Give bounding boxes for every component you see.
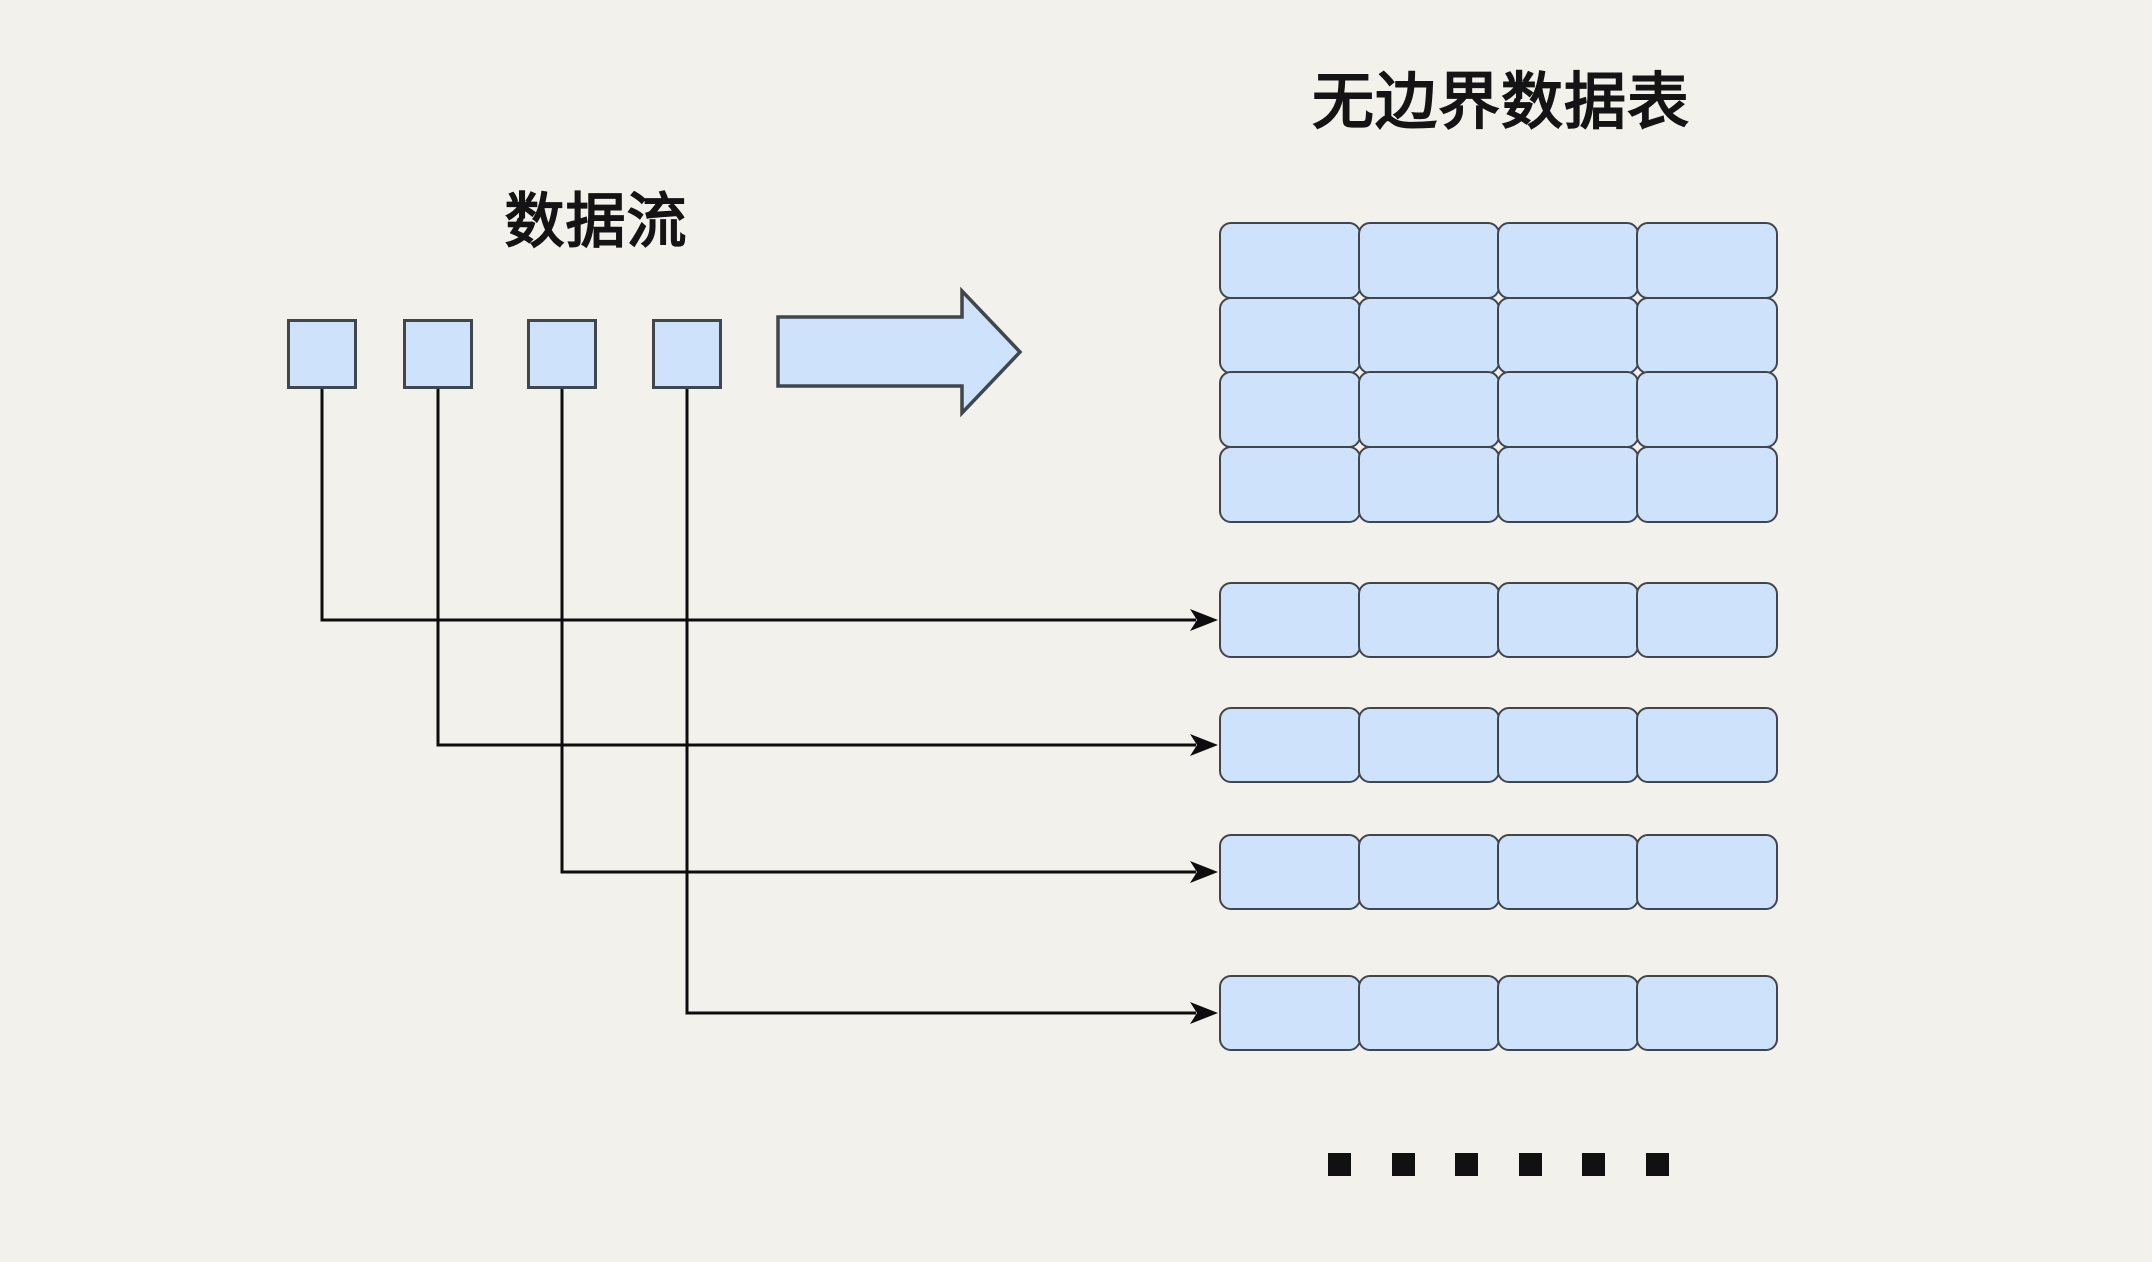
row-cell (1219, 582, 1361, 658)
dot (1645, 1153, 1669, 1176)
row-cell (1219, 834, 1361, 910)
table-cell (1497, 445, 1639, 523)
row-cell (1497, 834, 1639, 910)
table-cell (1219, 445, 1361, 523)
table-cell (1636, 296, 1778, 374)
table-cell (1636, 371, 1778, 448)
row-cell (1497, 975, 1639, 1051)
row-cell (1636, 582, 1778, 658)
row-cell (1497, 707, 1639, 783)
table-cell (1358, 445, 1500, 523)
connector-line (320, 389, 1196, 622)
table-cell (1358, 222, 1500, 299)
dot (1582, 1153, 1605, 1176)
table-cell (1219, 296, 1361, 374)
flow-arrow-icon (776, 286, 1023, 418)
connector-line (685, 389, 1196, 1015)
table-grid-row (1219, 371, 1778, 448)
table-cell (1636, 445, 1778, 523)
appended-row-4 (1219, 975, 1778, 1051)
stream-item-4 (652, 319, 722, 389)
table-cell (1219, 371, 1361, 448)
table-cell (1358, 296, 1500, 374)
table-grid-row (1219, 445, 1778, 523)
connector-arrowhead-icon (1190, 609, 1218, 631)
row-cell (1358, 707, 1500, 783)
connector-arrowhead-icon (1190, 1002, 1218, 1024)
stream-item-2 (403, 319, 473, 389)
row-cell (1636, 707, 1778, 783)
table-cell (1497, 222, 1639, 299)
row-cell (1358, 834, 1500, 910)
dot (1328, 1153, 1351, 1176)
connector-line (436, 389, 1196, 747)
table-cell (1636, 222, 1778, 299)
appended-row-2 (1219, 707, 1778, 783)
row-cell (1219, 975, 1361, 1051)
table-cell (1358, 371, 1500, 448)
continuation-dots (1328, 1153, 1669, 1176)
stream-item-1 (287, 319, 357, 389)
stream-item-3 (527, 319, 597, 389)
row-cell (1358, 582, 1500, 658)
row-cell (1636, 834, 1778, 910)
row-cell (1358, 975, 1500, 1051)
row-cell (1497, 582, 1639, 658)
connector-line (560, 389, 1196, 874)
table-grid-row (1219, 296, 1778, 374)
connector-arrowhead-icon (1190, 734, 1218, 756)
table-grid (1219, 222, 1778, 523)
table-cell (1497, 371, 1639, 448)
dot (1391, 1153, 1415, 1176)
table-cell (1219, 222, 1361, 299)
row-cell (1219, 707, 1361, 783)
dot (1518, 1153, 1542, 1176)
connector-arrowhead-icon (1190, 861, 1218, 883)
appended-row-3 (1219, 834, 1778, 910)
stream-label: 数据流 (504, 188, 688, 255)
appended-row-1 (1219, 582, 1778, 658)
page-title: 无边界数据表 (1311, 68, 1690, 137)
dot (1455, 1153, 1478, 1176)
table-grid-row (1219, 222, 1778, 299)
row-cell (1636, 975, 1778, 1051)
table-cell (1497, 296, 1639, 374)
